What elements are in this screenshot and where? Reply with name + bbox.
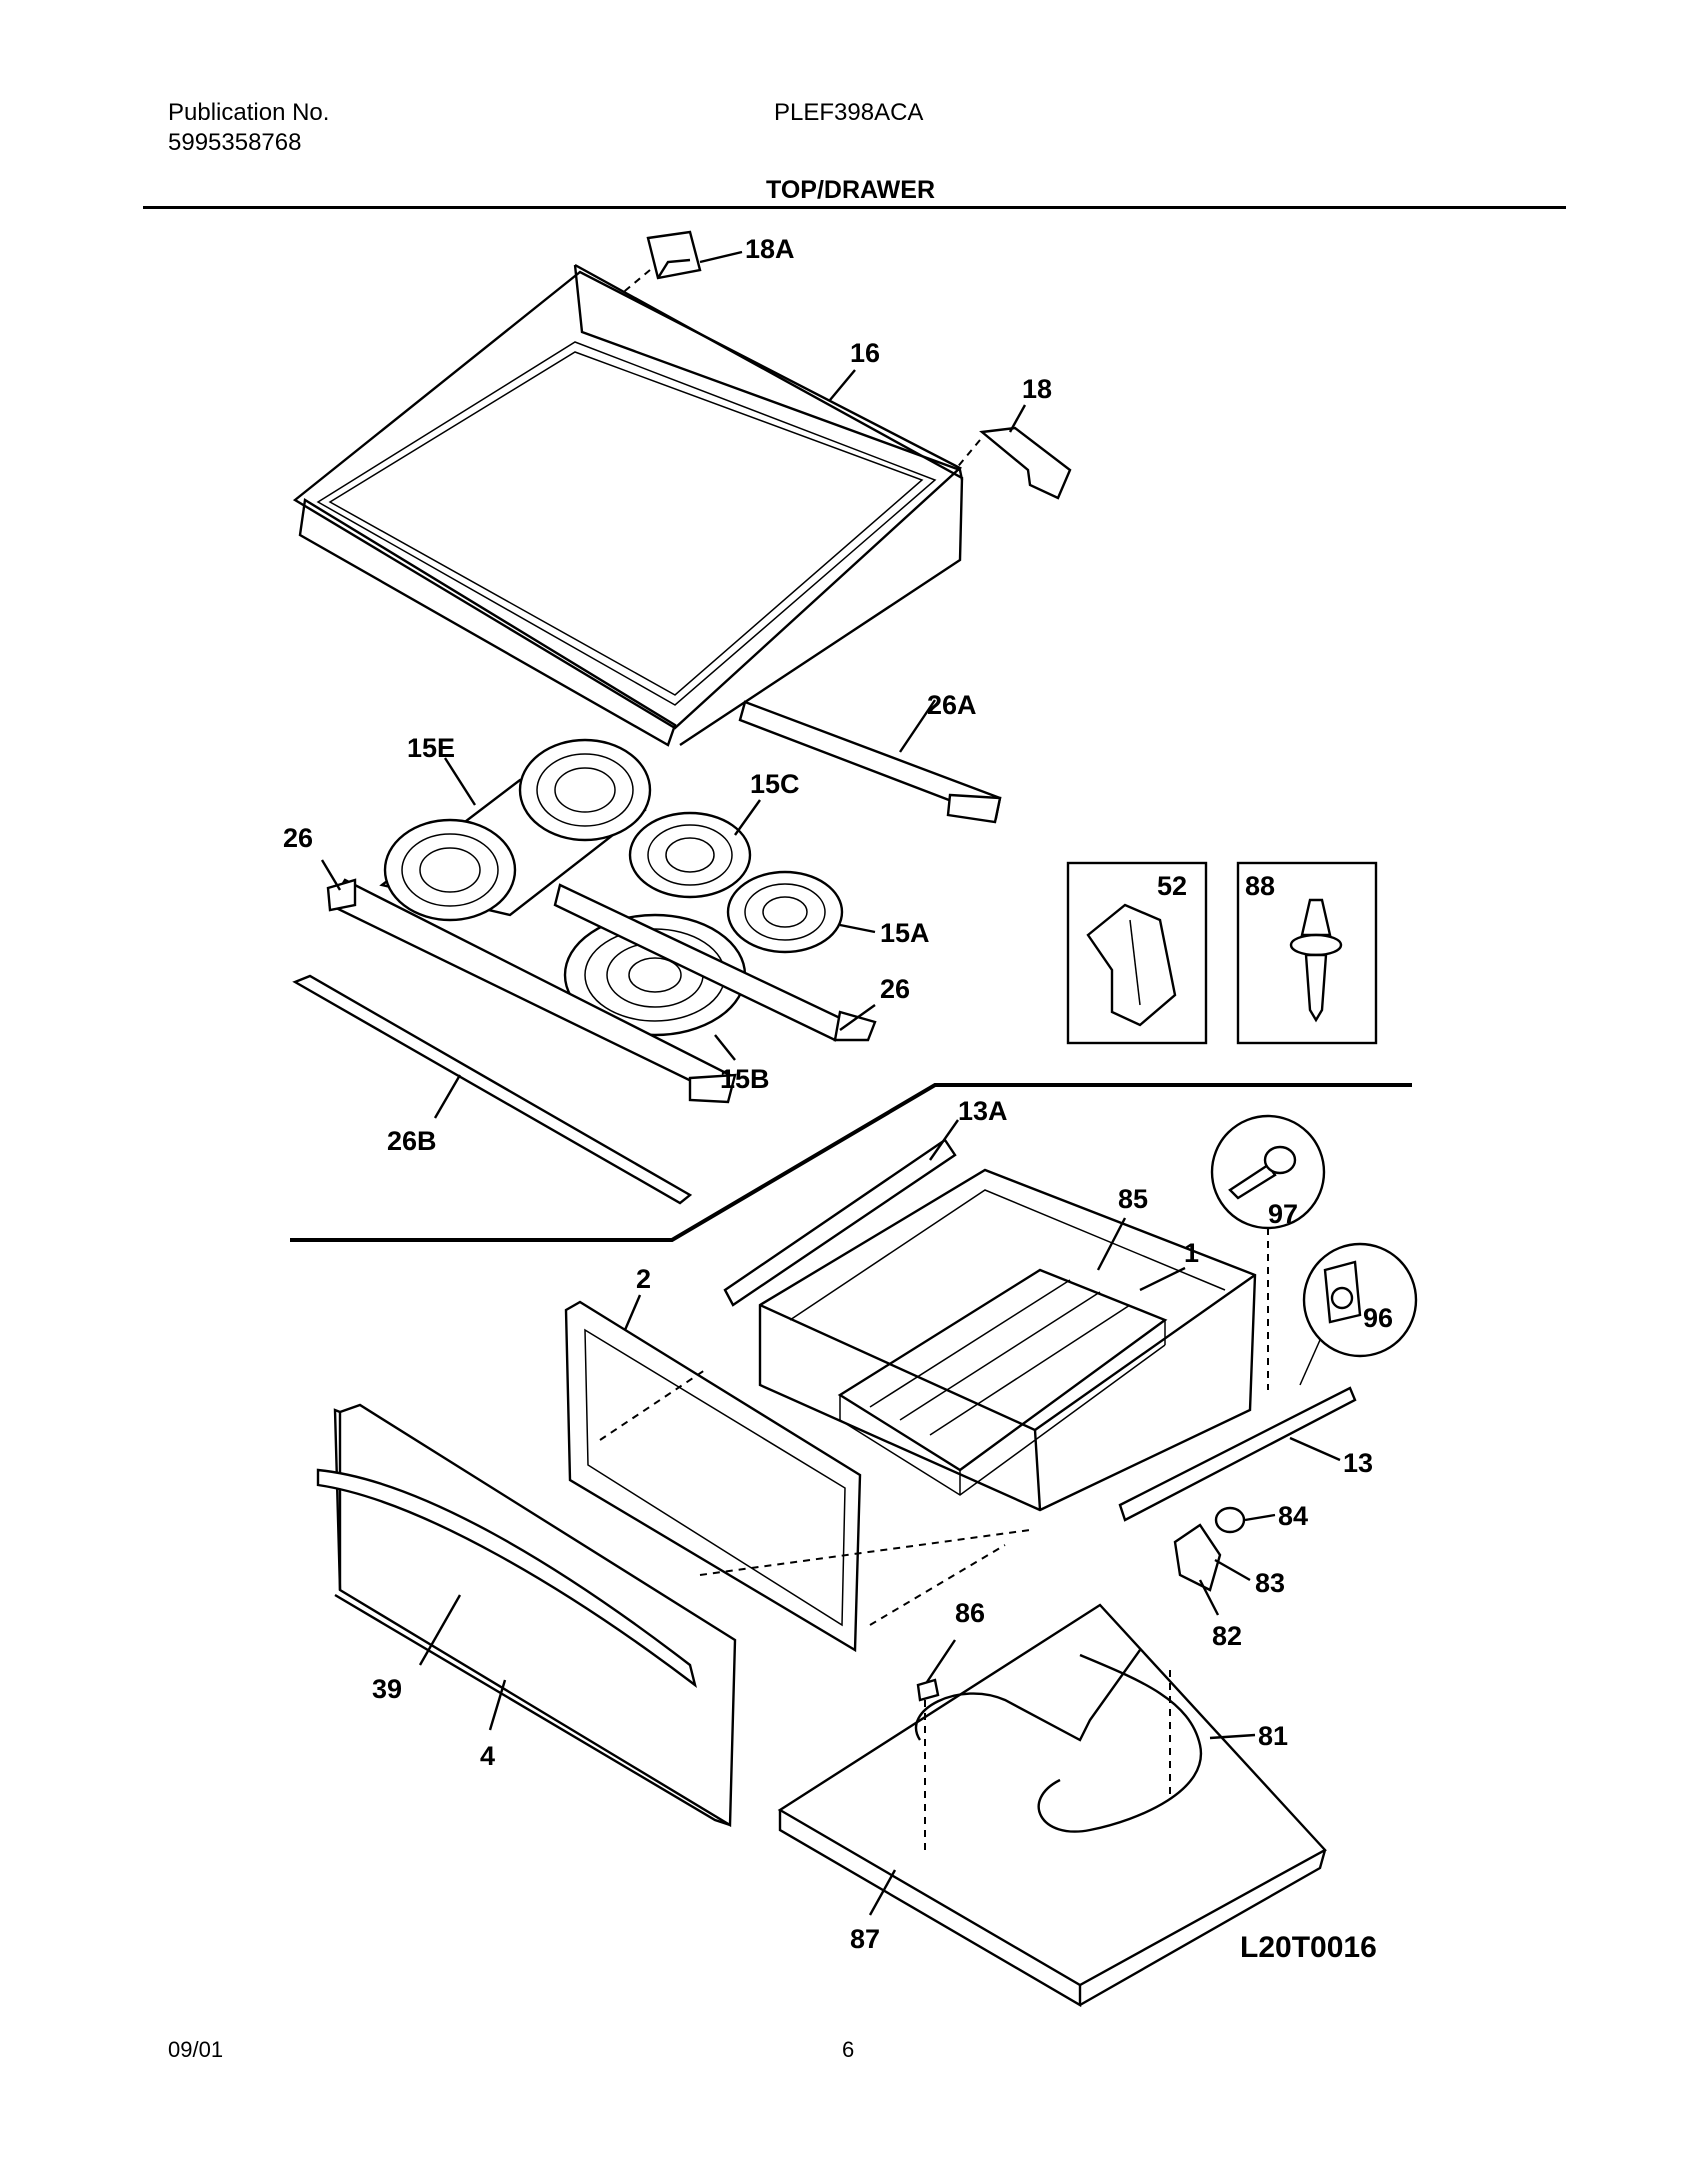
callout-84: 84 [1278, 1501, 1308, 1531]
callout-15c: 15C [750, 769, 800, 799]
callout-96: 96 [1363, 1303, 1393, 1333]
callout-87: 87 [850, 1924, 880, 1954]
callout-13a: 13A [958, 1096, 1008, 1126]
part-16-cooktop [292, 263, 964, 747]
callout-26-left: 26 [283, 823, 313, 853]
header-rule [143, 206, 1566, 209]
callout-2: 2 [636, 1264, 651, 1294]
part-18a-bracket [646, 230, 702, 280]
callout-81: 81 [1258, 1721, 1288, 1751]
footer-page-number: 6 [842, 2037, 855, 2062]
drawing-number: L20T0016 [1240, 1931, 1377, 1964]
callout-15b: 15B [720, 1064, 770, 1094]
callout-4: 4 [480, 1741, 495, 1771]
publication-label: Publication No. [168, 99, 330, 126]
callout-86: 86 [955, 1598, 985, 1628]
part-81-bake-element [914, 1649, 1203, 1833]
part-15c-element [628, 811, 752, 899]
model-number: PLEF398ACA [774, 99, 924, 126]
part-39-drawer-handle [316, 1468, 697, 1689]
callout-15a: 15A [880, 918, 930, 948]
callout-52: 52 [1157, 871, 1187, 901]
part-26a-rail [738, 700, 1002, 824]
part-2-drawer-panel [564, 1300, 862, 1653]
part-15e-element [379, 738, 652, 922]
part-15a-element [726, 870, 844, 954]
part-13a-slide [723, 1138, 957, 1307]
inset-part-96 [1302, 1242, 1418, 1358]
callout-82: 82 [1212, 1621, 1242, 1651]
callout-13: 13 [1343, 1448, 1373, 1478]
part-85-wire-rack [837, 1268, 1168, 1496]
callout-1: 1 [1184, 1238, 1199, 1268]
footer-date: 09/01 [168, 2037, 224, 2062]
callout-16: 16 [850, 338, 880, 368]
callout-97: 97 [1268, 1199, 1298, 1229]
publication-number: 5995358768 [168, 129, 302, 156]
callout-15e: 15E [407, 733, 455, 763]
inset-part-52 [1066, 861, 1208, 1045]
callout-26a: 26A [927, 690, 977, 720]
callout-83: 83 [1255, 1568, 1285, 1598]
part-13-slide [1118, 1386, 1357, 1522]
callout-18: 18 [1022, 374, 1052, 404]
callout-18a: 18A [745, 234, 795, 264]
section-title: TOP/DRAWER [766, 176, 935, 204]
callout-26-right: 26 [880, 974, 910, 1004]
part-26b-strip [292, 974, 693, 1205]
callout-26b: 26B [387, 1126, 437, 1156]
section-divider [290, 1083, 1412, 1242]
part-1-drawer-box [758, 1168, 1257, 1512]
part-82-83-84-bracket [1173, 1506, 1246, 1592]
inset-part-88 [1236, 861, 1378, 1045]
part-86-clip [916, 1678, 940, 1702]
callout-88: 88 [1245, 871, 1275, 901]
part-26-rail [553, 883, 877, 1042]
callout-85: 85 [1118, 1184, 1148, 1214]
part-87-bottom-panel [777, 1603, 1327, 2008]
callout-39: 39 [372, 1674, 402, 1704]
part-18-bracket [979, 426, 1072, 500]
